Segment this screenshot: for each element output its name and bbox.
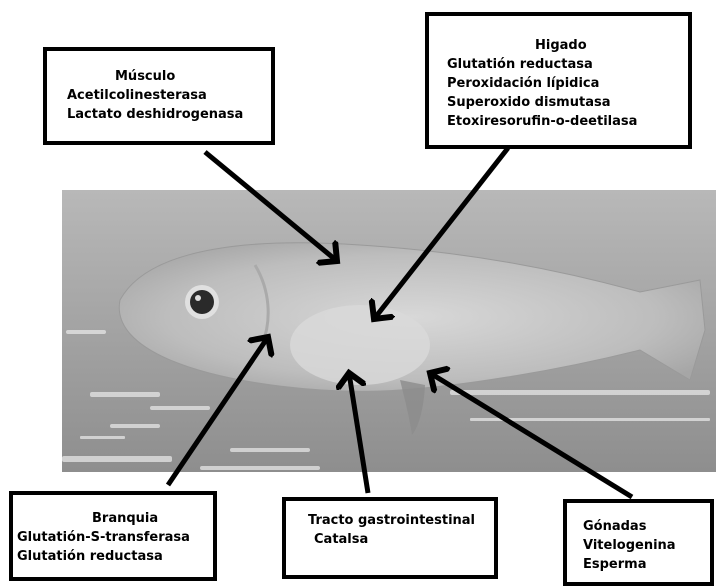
label-box-musculo: Músculo Acetilcolinesterasa Lactato desh… bbox=[43, 47, 275, 145]
box-title-branquia: Branquia bbox=[17, 509, 213, 528]
box-item: Glutatión reductasa bbox=[17, 547, 213, 566]
box-item: Superoxido dismutasa bbox=[447, 93, 688, 112]
label-box-gonadas: Gónadas Vitelogenina Esperma bbox=[563, 499, 714, 586]
box-item: Lactato deshidrogenasa bbox=[67, 105, 271, 124]
box-item: Peroxidación lípidica bbox=[447, 74, 688, 93]
box-item: Glutatión-S-transferasa bbox=[17, 528, 213, 547]
box-title-tracto: Tracto gastrointestinal bbox=[308, 511, 494, 530]
box-item: Acetilcolinesterasa bbox=[67, 86, 271, 105]
box-item: Esperma bbox=[583, 555, 710, 574]
box-title-gonadas: Gónadas bbox=[583, 517, 710, 536]
label-box-tracto: Tracto gastrointestinal Catalsa bbox=[282, 497, 498, 579]
box-item: Etoxiresorufin-o-deetilasa bbox=[447, 112, 688, 131]
box-title-higado: Higado bbox=[447, 36, 688, 55]
box-title-musculo: Músculo bbox=[67, 67, 271, 86]
label-box-branquia: Branquia Glutatión-S-transferasa Glutati… bbox=[9, 491, 217, 581]
box-item: Glutatión reductasa bbox=[447, 55, 688, 74]
box-item: Catalsa bbox=[308, 530, 494, 549]
label-box-higado: Higado Glutatión reductasa Peroxidación … bbox=[425, 12, 692, 149]
box-item: Vitelogenina bbox=[583, 536, 710, 555]
